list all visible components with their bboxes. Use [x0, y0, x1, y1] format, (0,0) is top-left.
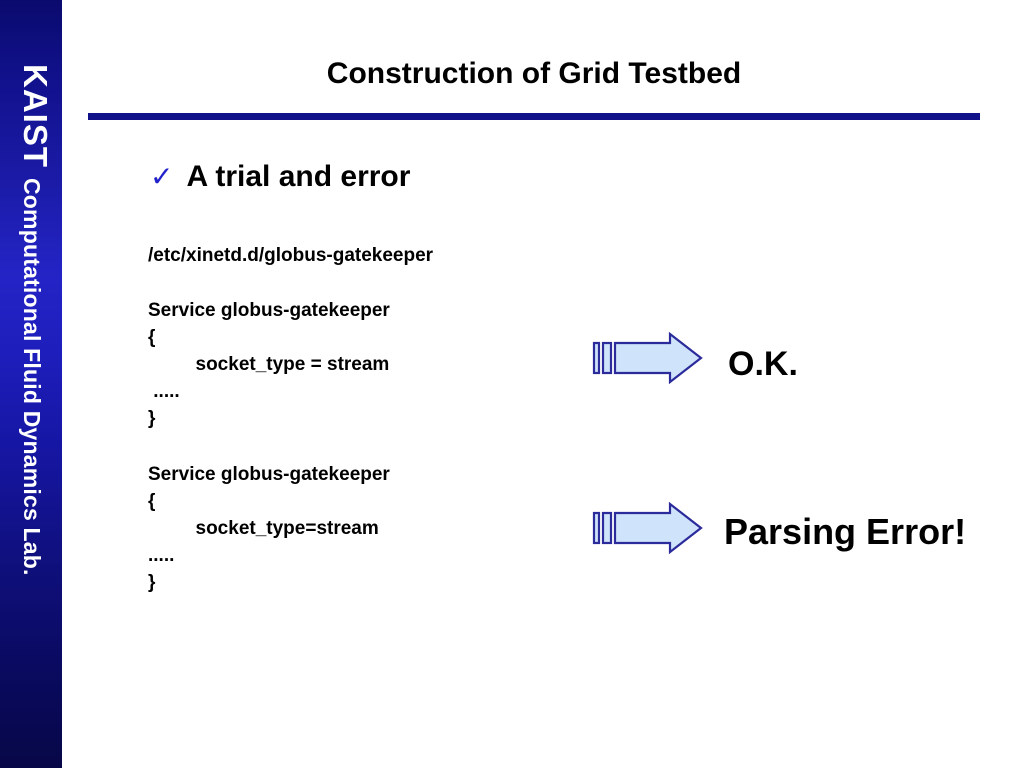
result-label-parsing-error: Parsing Error! — [724, 511, 967, 552]
sidebar-lab-subtitle: Computational Fluid Dynamics Lab. — [19, 178, 45, 576]
striped-right-arrow-ok — [592, 331, 704, 388]
sidebar-brand-kaist: KAIST — [17, 64, 54, 168]
title-divider-rule — [88, 113, 980, 120]
config-snippet-valid: Service globus-gatekeeper { socket_type … — [148, 300, 390, 429]
striped-right-arrow-icon — [592, 331, 703, 385]
page-title: Construction of Grid Testbed — [326, 57, 742, 90]
config-snippet-invalid: Service globus-gatekeeper { socket_type=… — [148, 464, 390, 593]
sidebar-vertical-text: KAIST Computational Fluid Dynamics Lab. — [17, 64, 54, 576]
check-mark-icon: ✓ — [150, 161, 174, 192]
sidebar-banner: KAIST Computational Fluid Dynamics Lab. — [0, 0, 62, 768]
result-label-ok: O.K. — [728, 345, 798, 383]
bullet-item-label: A trial and error — [186, 160, 411, 193]
striped-right-arrow-icon — [592, 501, 703, 555]
config-file-path: /etc/xinetd.d/globus-gatekeeper — [148, 245, 434, 266]
sidebar-gradient: KAIST Computational Fluid Dynamics Lab. — [0, 0, 62, 768]
bullet-item-trial-and-error: ✓ A trial and error — [150, 160, 410, 194]
striped-right-arrow-error — [592, 501, 704, 558]
